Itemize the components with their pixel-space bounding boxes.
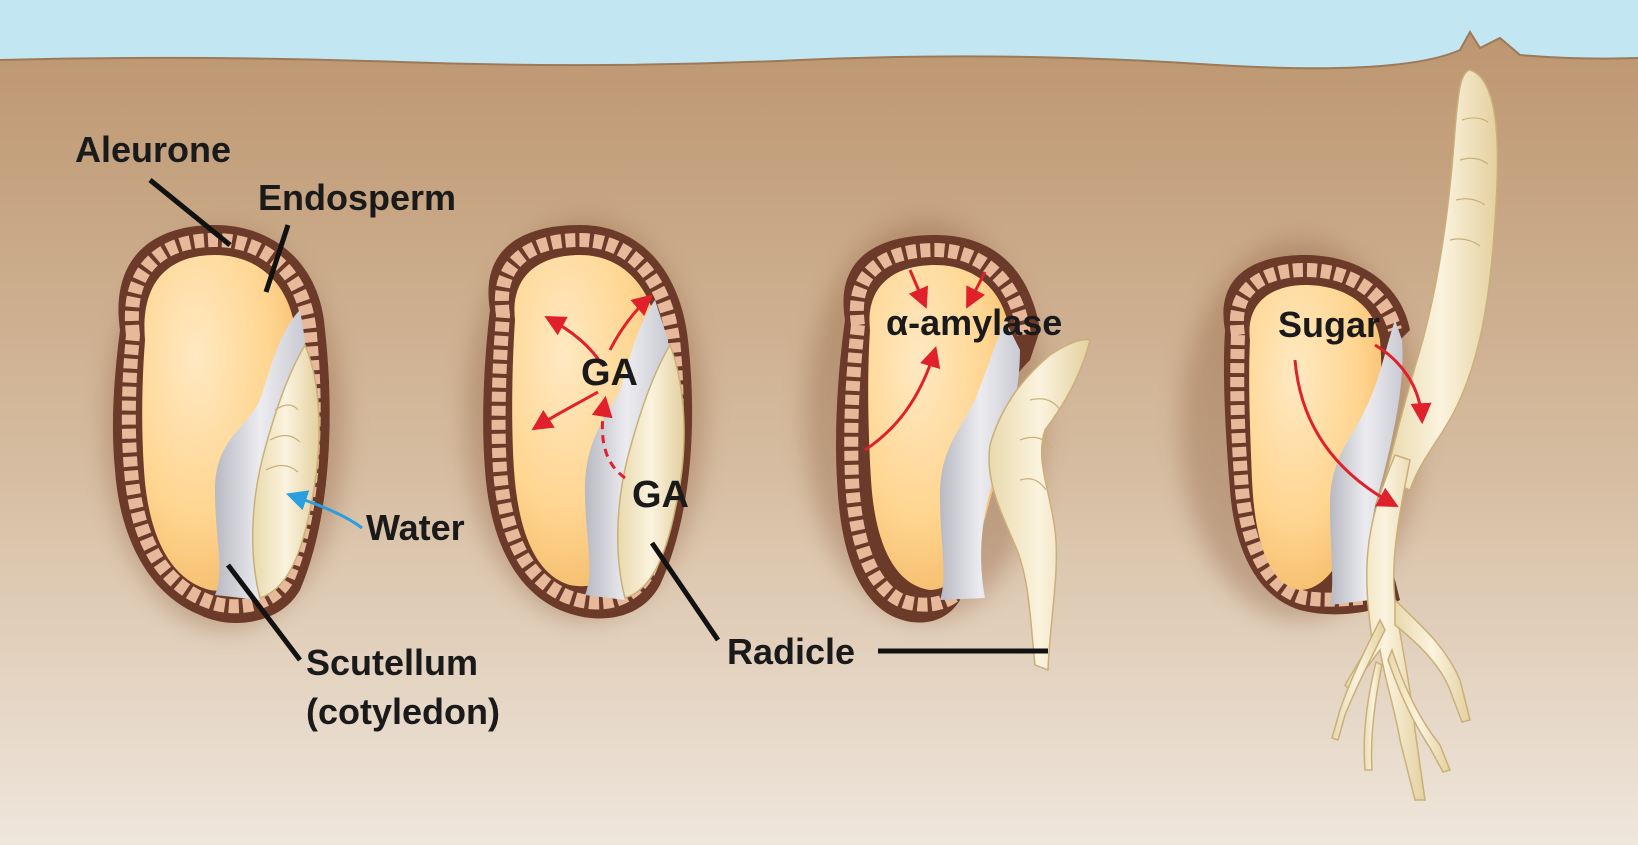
label-radicle: Radicle [727,631,855,672]
label-water: Water [366,507,465,548]
label-ga-bottom: GA [632,474,689,516]
label-alpha-amylase: α-amylase [886,302,1062,343]
label-sugar: Sugar [1278,304,1380,345]
label-scutellum: Scutellum [306,642,478,683]
label-cotyledon: (cotyledon) [306,691,500,732]
seed-2 [465,220,705,620]
label-endosperm: Endosperm [258,177,456,218]
label-ga-top: GA [581,352,638,394]
seed-1 [105,225,345,630]
label-aleurone: Aleurone [75,129,231,170]
